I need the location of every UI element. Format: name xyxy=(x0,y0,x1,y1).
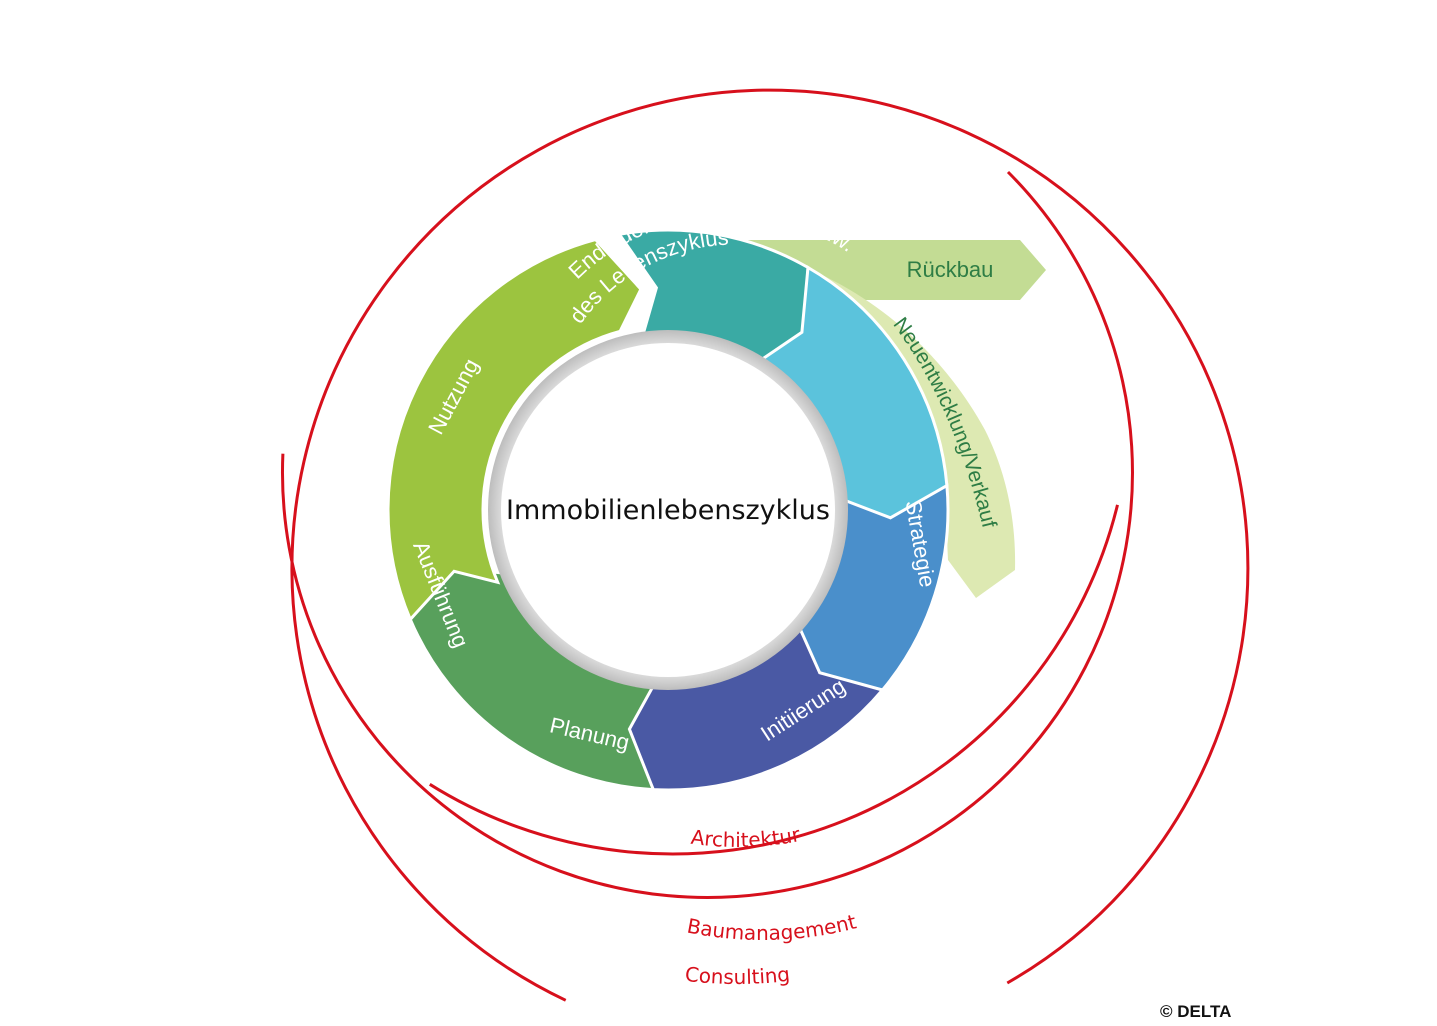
segment-ende xyxy=(386,237,643,623)
branch-label-rueckbau: Rückbau xyxy=(907,257,994,282)
ring-label-architektur: Architektur xyxy=(690,822,803,852)
ring-label-baumanagement: Baumanagement xyxy=(685,909,859,945)
copyright-notice: © DELTA xyxy=(1160,1002,1232,1021)
ring-architektur-arc xyxy=(429,504,1119,856)
inner-disc xyxy=(501,343,835,677)
ring-consulting-arc xyxy=(290,88,1250,1002)
ring-label-consulting: Consulting xyxy=(684,962,791,989)
ring-baumanagement-arc xyxy=(280,170,1134,900)
center-title: Immobilienlebenszyklus xyxy=(506,495,830,526)
